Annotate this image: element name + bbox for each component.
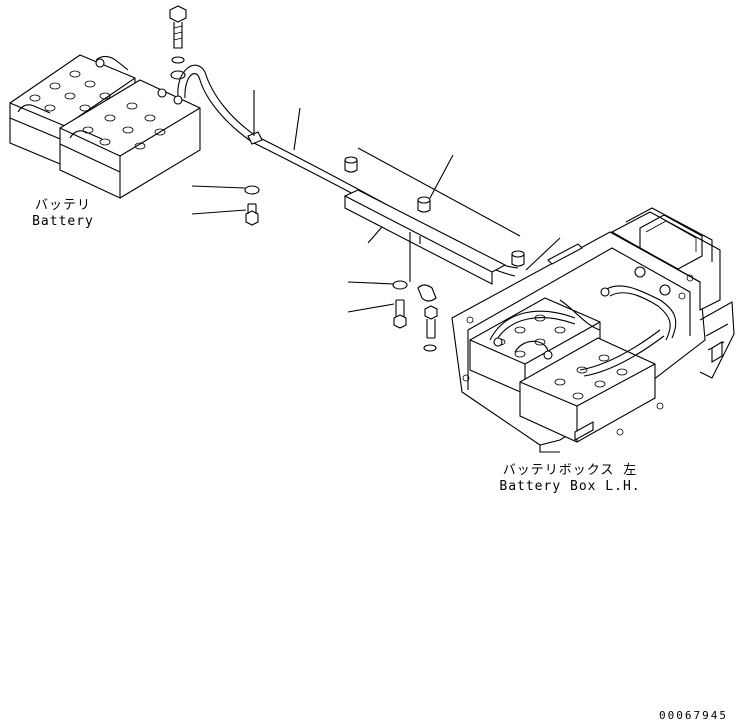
cover-bolts bbox=[393, 281, 437, 351]
battery-label-jp: バッテリ bbox=[34, 198, 91, 213]
drawing-number: 00067945 bbox=[659, 709, 728, 722]
leader-lines bbox=[192, 90, 560, 312]
battery-label: バッテリ Battery bbox=[18, 198, 108, 230]
clamp-bolt-left bbox=[245, 186, 259, 225]
battery-box-label-jp: バッテリボックス 左 bbox=[502, 463, 638, 478]
battery-box-lh bbox=[452, 208, 734, 452]
battery-box-label-en: Battery Box L.H. bbox=[499, 479, 641, 494]
terminal-bolt-top bbox=[170, 6, 186, 79]
battery-box-label: バッテリボックス 左 Battery Box L.H. bbox=[480, 463, 660, 495]
battery-left bbox=[10, 55, 200, 198]
cable-cover-plate bbox=[345, 148, 524, 284]
battery-label-en: Battery bbox=[32, 214, 94, 229]
